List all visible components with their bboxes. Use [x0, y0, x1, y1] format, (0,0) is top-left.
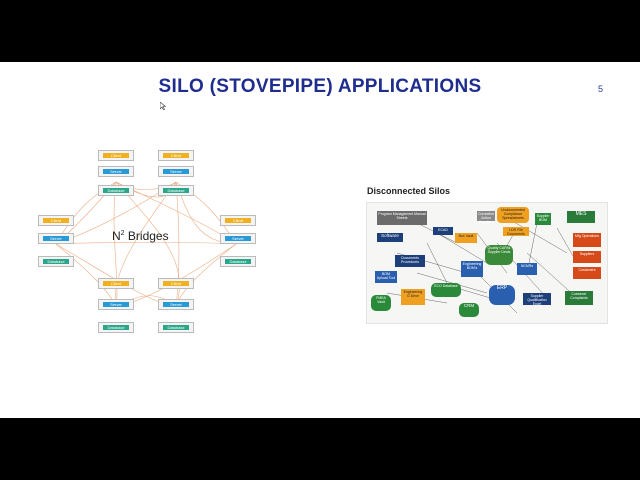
silos-title: Disconnected Silos: [367, 186, 451, 196]
silo-node: Supplier BOM: [535, 213, 551, 225]
silo-node: LDR File Documents: [503, 227, 529, 236]
silo-node: Program Management Manual Sheets: [377, 211, 427, 225]
server-box: Server: [220, 233, 256, 244]
silo-node: Customers: [573, 267, 601, 279]
silo-node: Documents Procedures: [395, 255, 425, 267]
silo-node: MES: [567, 211, 595, 223]
server-box: Server: [98, 166, 134, 177]
client-box: Client: [98, 278, 134, 289]
server-box: Server: [98, 299, 134, 310]
database-box: Database: [98, 185, 134, 196]
silo-node: Engineering BOM's: [461, 261, 483, 277]
silo-node: Corrective Action Suppliers: [477, 211, 495, 224]
server-box: Server: [38, 233, 74, 244]
bridges-label: N2 Bridges: [112, 229, 169, 243]
page-number: 5: [598, 84, 604, 94]
mouse-cursor-icon: [160, 102, 166, 110]
database-box: Database: [220, 256, 256, 267]
database-box: Database: [158, 185, 194, 196]
database-box: Database: [98, 322, 134, 333]
client-box: Client: [220, 215, 256, 226]
silo-node: ECAD: [433, 227, 453, 235]
silo-node: Software: [377, 233, 403, 242]
server-box: Server: [158, 166, 194, 177]
client-box: Client: [38, 215, 74, 226]
n-squared-network-diagram: Client Server Database Client Server Dat…: [30, 142, 270, 342]
database-box: Database: [38, 256, 74, 267]
silo-node: CRM: [459, 303, 479, 317]
slide: SILO (STOVEPIPE) APPLICATIONS 5: [0, 62, 640, 418]
client-box: Client: [158, 278, 194, 289]
silo-node: Box Vault: [455, 233, 477, 243]
silo-node: Quality CAPAs Supplier Deals: [485, 245, 513, 265]
silo-node: Mfg Operations: [573, 233, 601, 247]
silo-node: Supplier Qualification Excel: [523, 293, 551, 306]
silo-node: Customer Complaints: [565, 291, 593, 305]
server-box: Server: [158, 299, 194, 310]
silo-node: NCMRs: [517, 263, 537, 275]
slide-title: SILO (STOVEPIPE) APPLICATIONS: [158, 76, 482, 97]
client-box: Client: [98, 150, 134, 161]
silo-node: Undocumented Compliance Spreadsheets: [497, 207, 529, 223]
silo-node: Engineering G Drive: [401, 289, 425, 305]
silo-node: ECO Database: [431, 283, 461, 297]
database-box: Database: [158, 322, 194, 333]
disconnected-silos-diagram: Program Management Manual Sheets Softwar…: [366, 202, 608, 324]
client-box: Client: [158, 150, 194, 161]
silo-node: FMEA Vault: [371, 295, 391, 311]
silo-node: BOM Upload Tool: [375, 271, 397, 283]
silo-node: ERP: [489, 285, 515, 305]
silo-node: Suppliers: [573, 251, 601, 263]
